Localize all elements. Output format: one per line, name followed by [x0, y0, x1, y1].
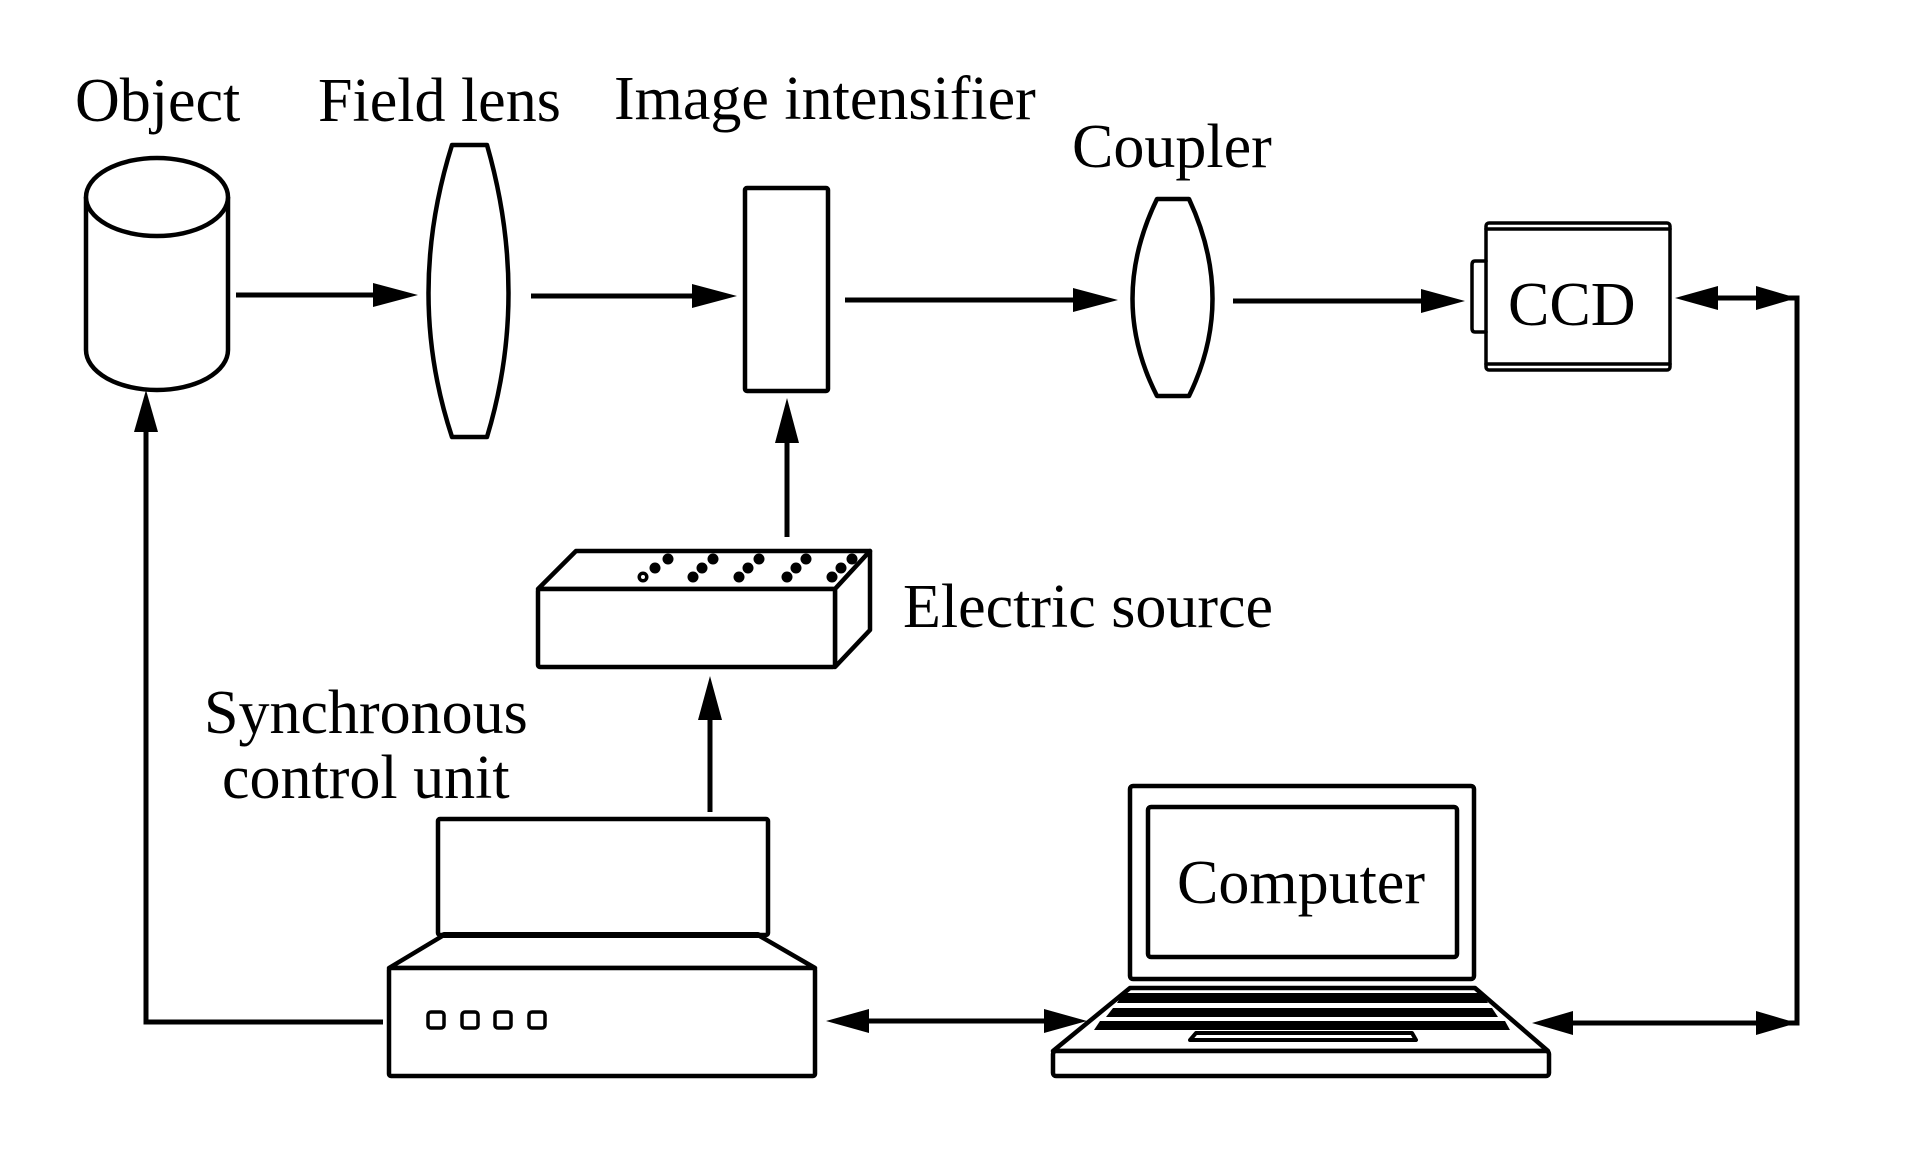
terminal-holes — [637, 553, 858, 583]
electric-source-icon — [535, 548, 873, 670]
indicator-buttons — [426, 1010, 547, 1030]
coupler-label: Coupler — [1072, 113, 1272, 181]
arrow-sync-unit-computer-bidirectional — [826, 1009, 1087, 1033]
arrow-intensifier-to-coupler — [845, 288, 1118, 312]
sync-control-unit-icon — [386, 816, 818, 1079]
arrow-sync-unit-to-electric-source — [698, 676, 722, 812]
ccd-camera-icon — [1470, 221, 1672, 372]
field-lens-label: Field lens — [318, 67, 561, 135]
image-intensifier-icon — [742, 185, 831, 394]
arrow-field-lens-to-intensifier — [531, 284, 737, 308]
arrow-object-to-field-lens — [236, 283, 418, 307]
arrow-electric-source-to-intensifier — [775, 398, 799, 537]
sync-unit-label-line2: control unit — [222, 744, 510, 812]
computer-label: Computer — [1177, 849, 1425, 917]
arrow-coupler-to-ccd — [1233, 289, 1465, 313]
object-label: Object — [75, 67, 240, 135]
arrow-sync-unit-to-object — [134, 390, 383, 1025]
coupler-lens-icon — [1130, 196, 1215, 399]
computer-laptop-icon — [1050, 783, 1552, 1079]
image-intensifier-label: Image intensifier — [614, 65, 1036, 133]
sync-unit-label-line1: Synchronous — [204, 679, 528, 747]
ccd-label: CCD — [1508, 271, 1635, 339]
arrow-computer-ccd-bidirectional — [1532, 286, 1800, 1035]
field-lens-icon — [426, 142, 511, 440]
object-cylinder-icon — [83, 155, 231, 393]
electric-source-label: Electric source — [903, 573, 1273, 641]
